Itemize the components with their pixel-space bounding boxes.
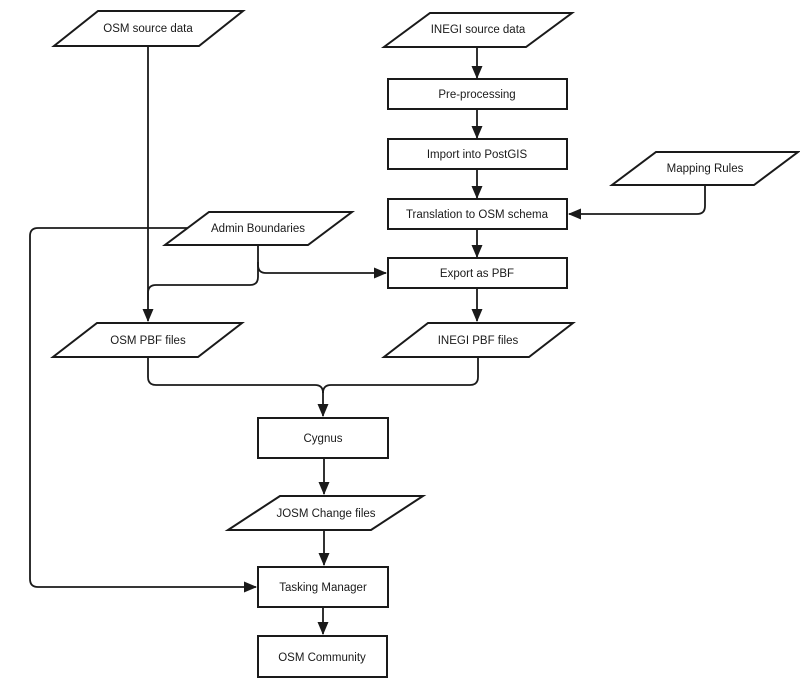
tasking-manager-label: Tasking Manager xyxy=(279,582,367,594)
node-tasking-manager: Tasking Manager xyxy=(257,566,389,608)
node-cygnus: Cygnus xyxy=(257,417,389,459)
admin-boundaries-shape xyxy=(162,211,355,246)
edge-admin-boundaries-to-tasking-manager xyxy=(29,227,257,593)
edge-osm-pbf-to-cygnus xyxy=(147,357,324,394)
node-translation-to-osm-schema: Translation to OSM schema xyxy=(387,198,568,230)
pre-processing-shape xyxy=(387,78,568,110)
import-into-postgis-shape xyxy=(387,138,568,170)
edge-mapping-rules-to-translation xyxy=(568,185,706,220)
pre-processing-label: Pre-processing xyxy=(438,89,515,101)
import-into-postgis-label: Import into PostGIS xyxy=(427,149,528,161)
node-osm-source-data: OSM source data xyxy=(51,10,246,47)
node-inegi-source-data: INEGI source data xyxy=(380,12,576,48)
inegi-pbf-files-label: INEGI PBF files xyxy=(438,335,519,347)
cygnus-label: Cygnus xyxy=(304,433,343,445)
mapping-rules-label: Mapping Rules xyxy=(667,163,744,175)
osm-source-data-shape xyxy=(51,10,246,47)
mapping-rules-shape xyxy=(609,151,800,186)
inegi-pbf-files-shape xyxy=(381,322,576,358)
admin-boundaries-label: Admin Boundaries xyxy=(211,223,305,235)
translation-to-osm-schema-shape xyxy=(387,198,568,230)
node-import-into-postgis: Import into PostGIS xyxy=(387,138,568,170)
export-as-pbf-label: Export as PBF xyxy=(440,268,514,280)
cygnus-shape xyxy=(257,417,389,459)
export-as-pbf-shape xyxy=(387,257,568,289)
edge-inegi-pbf-to-cygnus xyxy=(322,357,479,394)
osm-community-shape xyxy=(257,635,388,678)
translation-to-osm-schema-label: Translation to OSM schema xyxy=(406,209,549,221)
osm-pbf-files-shape xyxy=(50,322,245,358)
node-osm-community: OSM Community xyxy=(257,635,388,678)
edges xyxy=(29,46,706,635)
josm-change-files-label: JOSM Change files xyxy=(276,508,375,520)
tasking-manager-shape xyxy=(257,566,389,608)
node-inegi-pbf-files: INEGI PBF files xyxy=(381,322,576,358)
edge-admin-boundaries-to-osm-pbf xyxy=(147,262,259,300)
josm-change-files-shape xyxy=(224,495,427,531)
node-josm-change-files: JOSM Change files xyxy=(224,495,427,531)
osm-community-label: OSM Community xyxy=(278,652,366,664)
nodes: OSM source data INEGI source data Pre-pr… xyxy=(50,10,800,678)
inegi-source-data-label: INEGI source data xyxy=(431,24,526,36)
osm-pbf-files-label: OSM PBF files xyxy=(110,335,186,347)
node-mapping-rules: Mapping Rules xyxy=(609,151,800,186)
edge-admin-boundaries-to-export xyxy=(257,245,387,279)
node-admin-boundaries: Admin Boundaries xyxy=(162,211,355,246)
node-pre-processing: Pre-processing xyxy=(387,78,568,110)
inegi-source-data-shape xyxy=(380,12,576,48)
osm-source-data-label: OSM source data xyxy=(103,23,193,35)
node-osm-pbf-files: OSM PBF files xyxy=(50,322,245,358)
node-export-as-pbf: Export as PBF xyxy=(387,257,568,289)
